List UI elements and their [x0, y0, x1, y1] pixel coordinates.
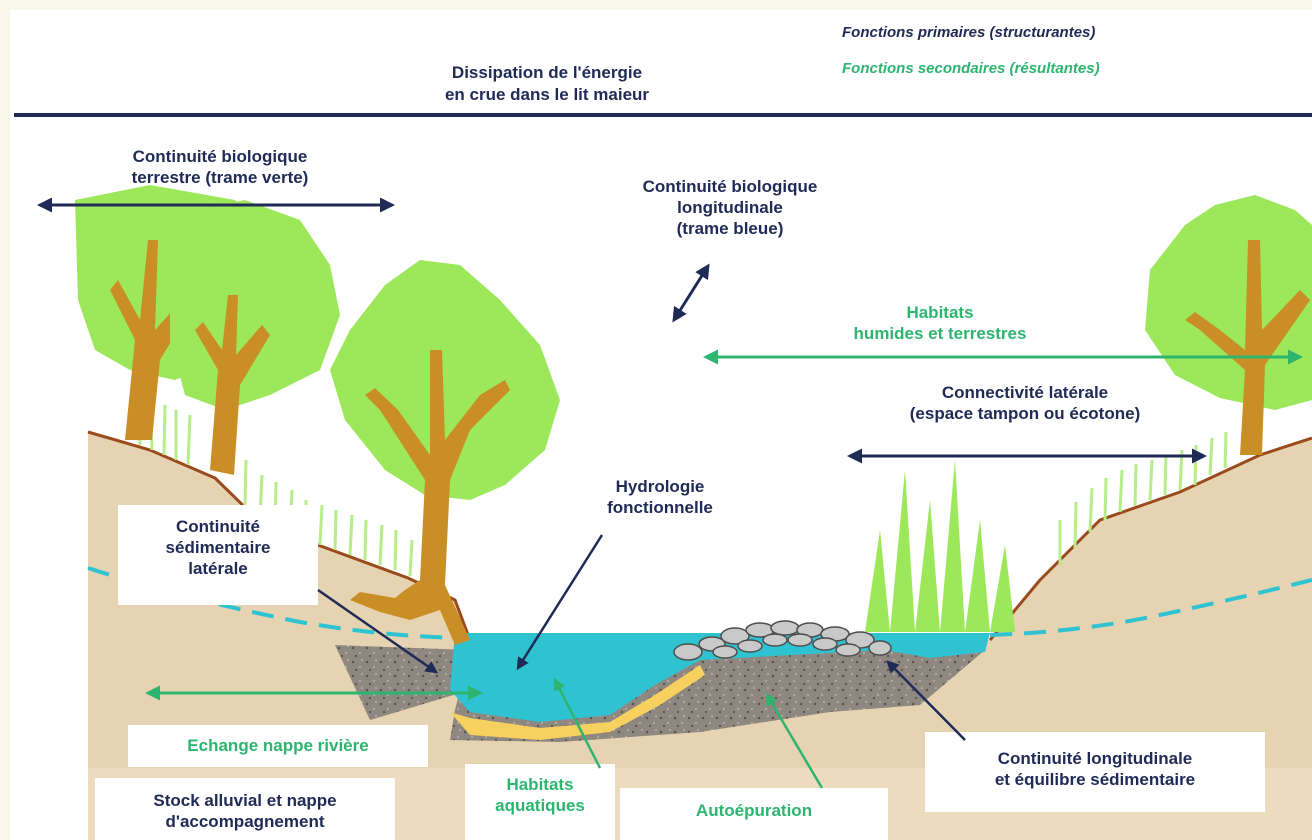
label-autoepuration: Autoépuration — [620, 800, 888, 821]
label-hydrologie-line-2: fonctionnelle — [560, 497, 760, 518]
label-stock-line-2: d'accompagnement — [95, 811, 395, 832]
label-habitats-aquatiques: Habitats aquatiques — [465, 774, 615, 816]
legend-secondary: Fonctions secondaires (résultantes) — [842, 58, 1100, 79]
label-longitudinale-line-2: longitudinale — [590, 197, 870, 218]
label-dissipation: Dissipation de l'énergie en crue dans le… — [392, 62, 702, 106]
label-habitats-aquatiques-line-1: Habitats — [465, 774, 615, 795]
label-habitats-humides: Habitats humides et terrestres — [790, 302, 1090, 344]
label-habitats-humides-line-1: Habitats — [790, 302, 1090, 323]
label-echange-nappe-riviere: Echange nappe rivière — [128, 735, 428, 756]
label-hydrologie: Hydrologie fonctionnelle — [560, 476, 760, 518]
label-terrestre-line-2: terrestre (trame verte) — [70, 167, 370, 188]
label-equilibre-line-1: Continuité longitudinale — [925, 748, 1265, 769]
label-continuite-longitudinale-bleue: Continuité biologique longitudinale (tra… — [590, 176, 870, 239]
label-hydrologie-line-1: Hydrologie — [560, 476, 760, 497]
label-habitats-humides-line-2: humides et terrestres — [790, 323, 1090, 344]
label-habitats-aquatiques-line-2: aquatiques — [465, 795, 615, 816]
label-sedimentaire-laterale: Continuité sédimentaire latérale — [118, 516, 318, 579]
label-dissipation-line-2: en crue dans le lit maieur — [392, 84, 702, 106]
label-sedimentaire-line-1: Continuité — [118, 516, 318, 537]
label-longitudinale-line-1: Continuité biologique — [590, 176, 870, 197]
label-dissipation-line-1: Dissipation de l'énergie — [392, 62, 702, 84]
label-sedimentaire-line-2: sédimentaire — [118, 537, 318, 558]
label-sedimentaire-line-3: latérale — [118, 558, 318, 579]
label-equilibre-line-2: et équilibre sédimentaire — [925, 769, 1265, 790]
label-stock-alluvial: Stock alluvial et nappe d'accompagnement — [95, 790, 395, 832]
label-connectivite-line-2: (espace tampon ou écotone) — [840, 403, 1210, 424]
label-connectivite-line-1: Connectivité latérale — [840, 382, 1210, 403]
label-stock-line-1: Stock alluvial et nappe — [95, 790, 395, 811]
label-terrestre-line-1: Continuité biologique — [70, 146, 370, 167]
label-longitudinale-line-3: (trame bleue) — [590, 218, 870, 239]
label-connectivite-laterale: Connectivité latérale (espace tampon ou … — [840, 382, 1210, 424]
label-continuite-longitudinale-equilibre: Continuité longitudinale et équilibre sé… — [925, 748, 1265, 790]
label-continuite-terrestre: Continuité biologique terrestre (trame v… — [70, 146, 370, 188]
legend-primary: Fonctions primaires (structurantes) — [842, 22, 1095, 43]
